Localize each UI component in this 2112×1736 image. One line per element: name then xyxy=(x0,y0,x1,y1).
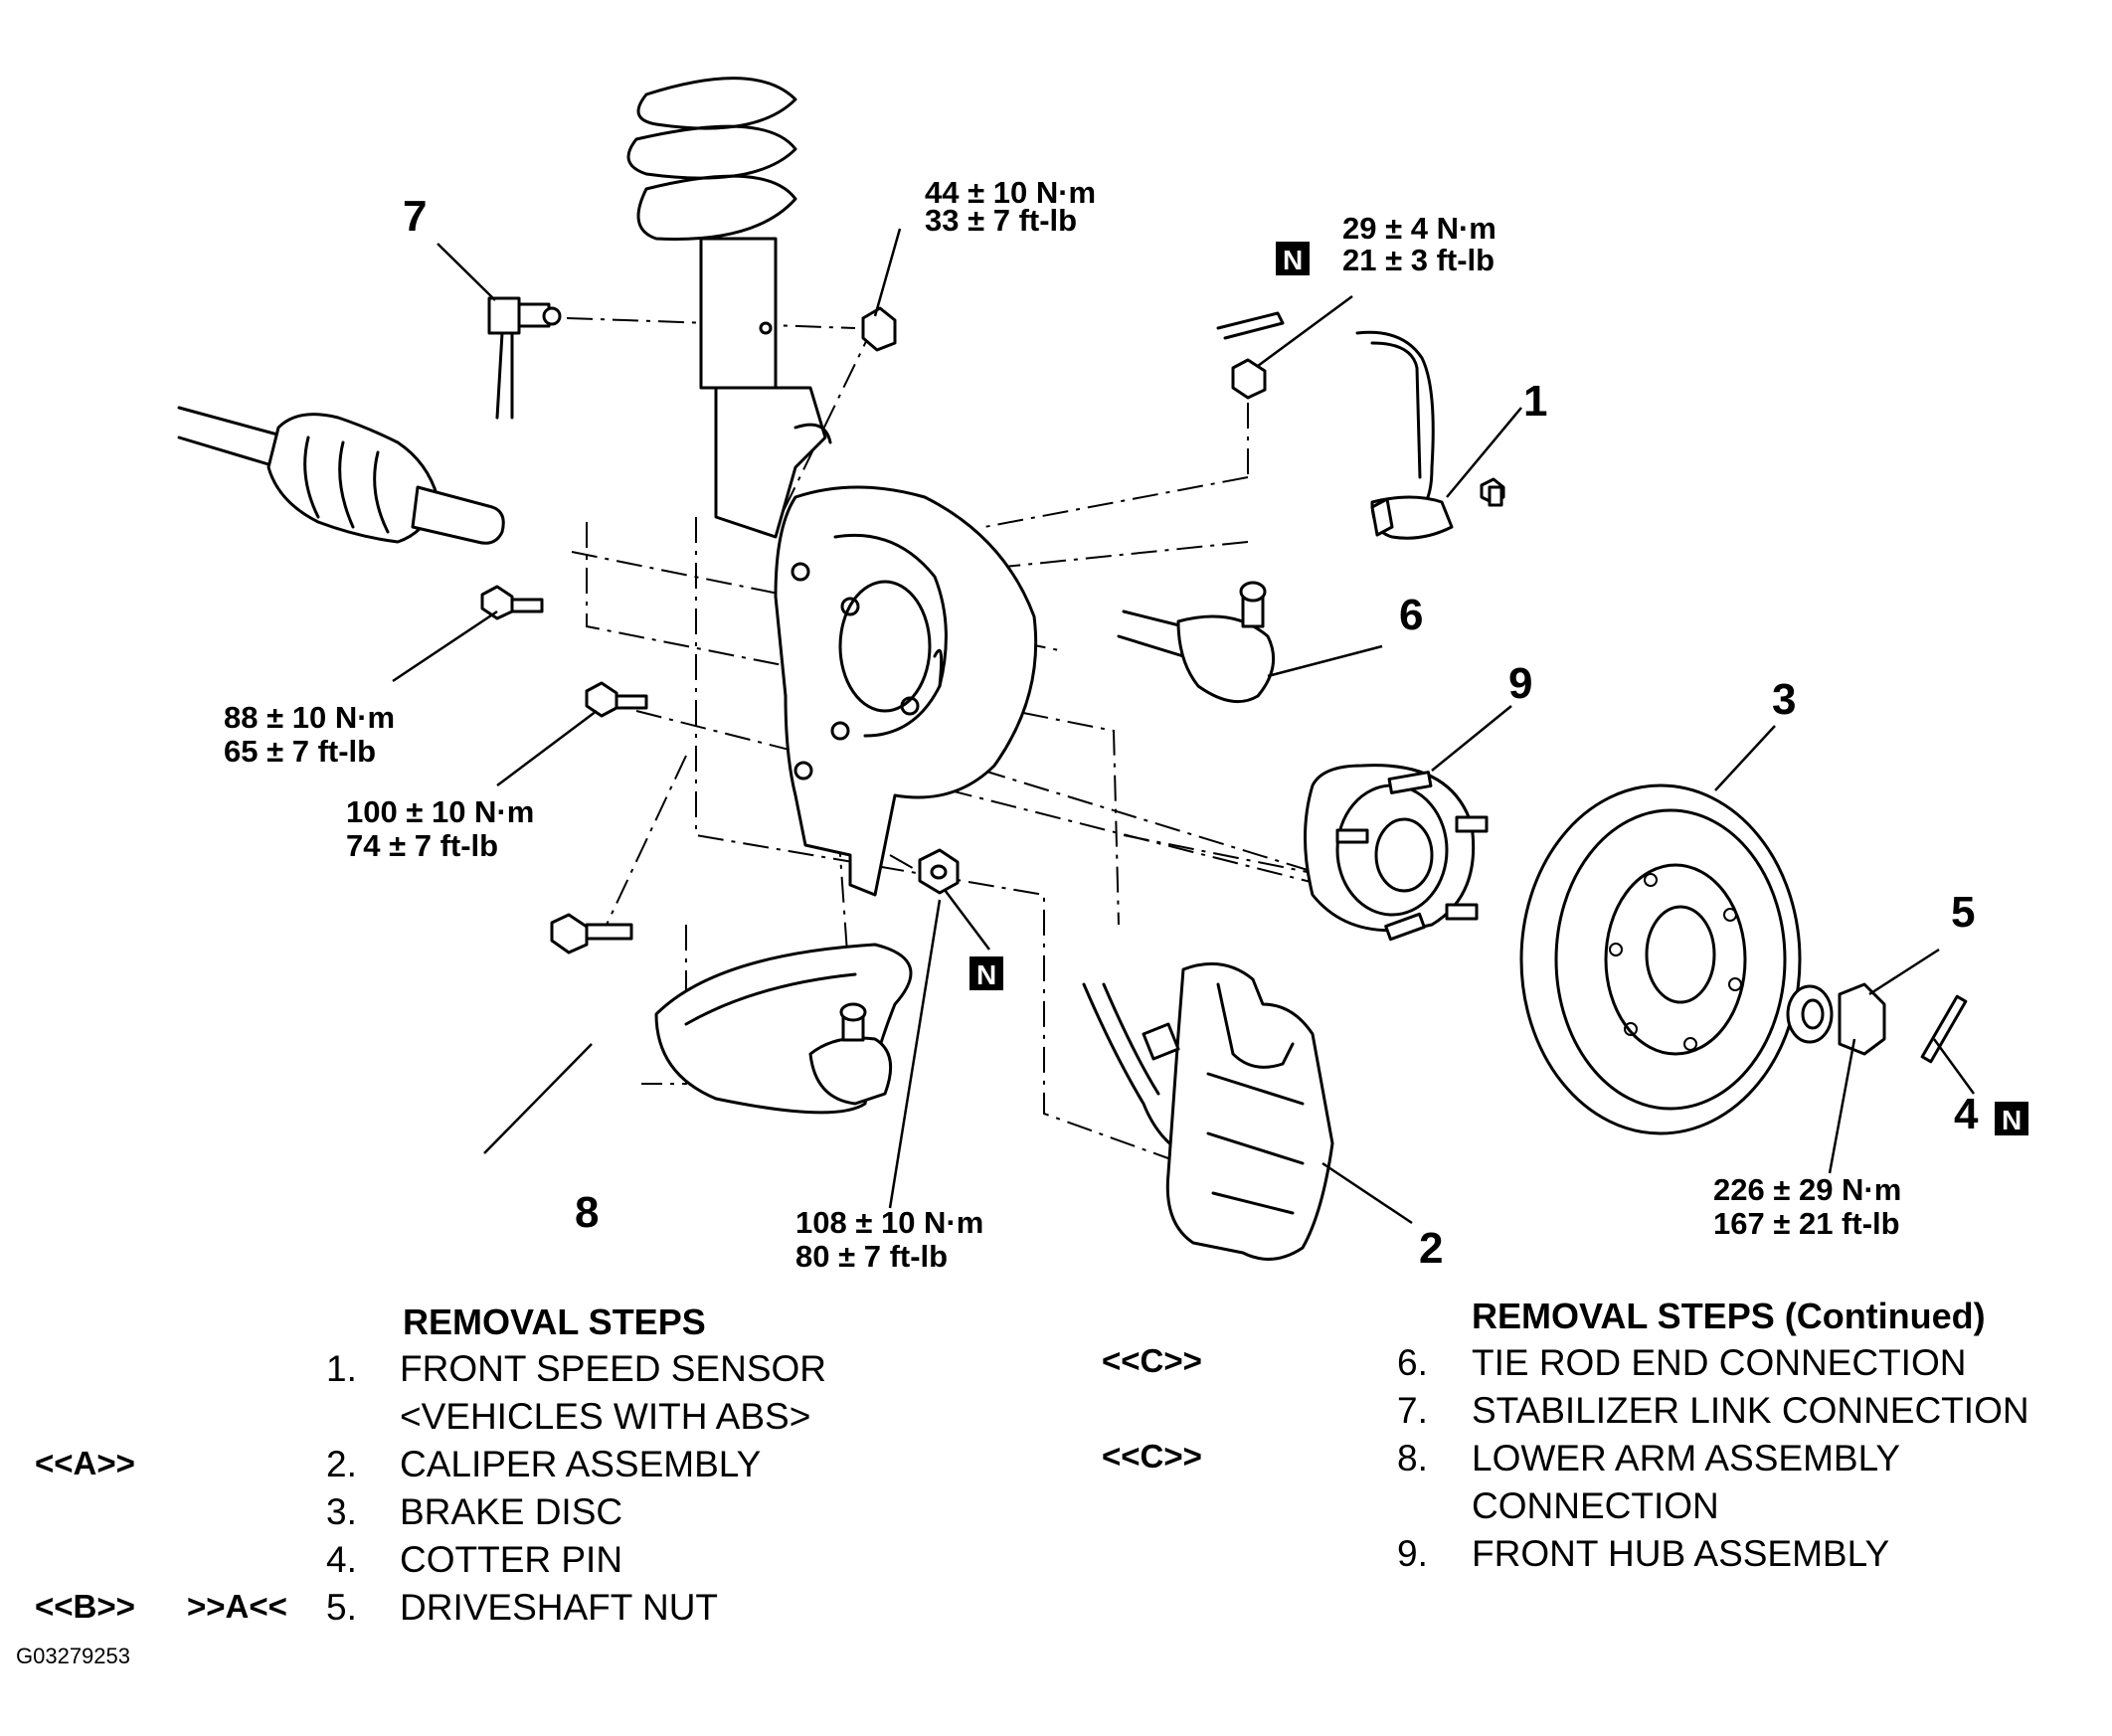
n-badge-top: N xyxy=(1276,242,1310,275)
brake-disc xyxy=(1519,783,1802,1135)
svg-text:N: N xyxy=(1283,245,1303,275)
torque-65-ftlb: 65 ± 7 ft-lb xyxy=(224,734,376,769)
torque-specs: 44 ± 10 N·m 33 ± 7 ft-lb 29 ± 4 N·m 21 ±… xyxy=(224,175,1901,1274)
step-2-num: 2. xyxy=(326,1444,357,1484)
strut-assembly xyxy=(626,77,832,539)
torque-88-nm: 88 ± 10 N·m xyxy=(224,700,395,735)
ball-joint-nut xyxy=(918,848,960,895)
step-6-num: 6. xyxy=(1397,1342,1428,1383)
torque-80-ftlb: 80 ± 7 ft-lb xyxy=(795,1239,948,1274)
ref-a-reverse: >>A<< xyxy=(187,1588,287,1625)
step-1-subtext: <VEHICLES WITH ABS> xyxy=(400,1396,811,1437)
n-badge-nut: N xyxy=(969,956,1003,990)
callout-7: 7 xyxy=(403,192,427,241)
callout-2: 2 xyxy=(1419,1224,1443,1273)
torque-33-ftlb: 33 ± 7 ft-lb xyxy=(925,203,1077,238)
n-badge-cotter: N xyxy=(1995,1102,2028,1135)
svg-text:N: N xyxy=(2002,1105,2022,1135)
step-9-text: FRONT HUB ASSEMBLY xyxy=(1472,1533,1890,1574)
torque-226-nm: 226 ± 29 N·m xyxy=(1713,1172,1901,1207)
callout-6: 6 xyxy=(1399,591,1423,639)
steering-knuckle xyxy=(774,485,1038,897)
callout-5: 5 xyxy=(1951,888,1975,937)
callout-9: 9 xyxy=(1508,659,1532,708)
callout-4: 4 xyxy=(1954,1090,1979,1138)
caliper xyxy=(1082,961,1334,1261)
ref-c-1: <<C>> xyxy=(1102,1342,1202,1379)
driveshaft xyxy=(177,406,505,545)
torque-21-ftlb: 21 ± 3 ft-lb xyxy=(1342,243,1495,277)
tie-rod-end xyxy=(1117,581,1276,704)
step-6-text: TIE ROD END CONNECTION xyxy=(1472,1342,1967,1383)
step-1-text: FRONT SPEED SENSOR xyxy=(400,1348,827,1389)
step-4-text: COTTER PIN xyxy=(400,1539,623,1580)
ref-c-2: <<C>> xyxy=(1102,1438,1202,1475)
step-8-text: LOWER ARM ASSEMBLY xyxy=(1472,1438,1901,1478)
torque-29-nm: 29 ± 4 N·m xyxy=(1342,211,1496,246)
torque-74-ftlb: 74 ± 7 ft-lb xyxy=(346,828,498,863)
step-7-num: 7. xyxy=(1397,1390,1428,1431)
step-8-num: 8. xyxy=(1397,1438,1428,1478)
torque-108-nm: 108 ± 10 N·m xyxy=(795,1205,983,1240)
step-3-text: BRAKE DISC xyxy=(400,1491,623,1532)
left-steps-header: REMOVAL STEPS xyxy=(403,1302,706,1342)
ref-a: <<A>> xyxy=(35,1445,135,1481)
callout-3: 3 xyxy=(1772,675,1796,724)
callout-8: 8 xyxy=(575,1188,599,1237)
leader-lines xyxy=(392,228,1976,1225)
step-2-text: CALIPER ASSEMBLY xyxy=(400,1444,762,1484)
right-steps-header: REMOVAL STEPS (Continued) xyxy=(1472,1296,1986,1336)
ref-b: <<B>> xyxy=(35,1588,135,1625)
driveshaft-nut-group xyxy=(1786,982,1968,1064)
lower-arm xyxy=(654,943,913,1115)
stabilizer-link xyxy=(487,296,562,420)
front-hub xyxy=(1304,764,1489,942)
step-5-text: DRIVESHAFT NUT xyxy=(400,1587,719,1628)
torque-100-nm: 100 ± 10 N·m xyxy=(346,794,534,829)
torque-44-nm: 44 ± 10 N·m xyxy=(925,175,1096,210)
speed-sensor xyxy=(1355,330,1505,540)
step-3-num: 3. xyxy=(326,1491,357,1532)
tie-rod-nut-and-pin xyxy=(1216,311,1285,400)
step-5-num: 5. xyxy=(326,1587,357,1628)
torque-167-ftlb: 167 ± 21 ft-lb xyxy=(1713,1206,1900,1241)
strut-nut xyxy=(861,306,897,352)
step-8-subtext: CONNECTION xyxy=(1472,1485,1719,1526)
figure-code: G03279253 xyxy=(16,1644,130,1668)
step-1-num: 1. xyxy=(326,1348,357,1389)
callout-1: 1 xyxy=(1523,377,1547,426)
callout-numbers: 7 1 6 9 3 5 4 8 2 xyxy=(403,192,1979,1273)
step-7-text: STABILIZER LINK CONNECTION xyxy=(1472,1390,2029,1431)
step-9-num: 9. xyxy=(1397,1533,1428,1574)
svg-text:N: N xyxy=(976,959,996,990)
knuckle-bolts xyxy=(480,585,648,955)
step-4-num: 4. xyxy=(326,1539,357,1580)
